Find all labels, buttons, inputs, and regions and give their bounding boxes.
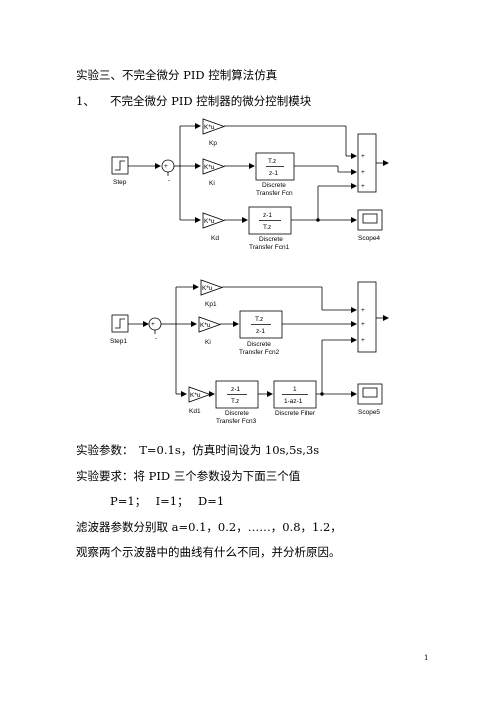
tf1-den: z-1	[269, 170, 278, 177]
kp-gain-text: K*u	[204, 124, 215, 131]
filter-num: 1	[293, 386, 297, 393]
tf2-block	[248, 206, 292, 235]
kd-gain	[202, 212, 226, 229]
tf2-name1: Discrete	[259, 236, 283, 243]
kp1-gain-text: K*u	[202, 285, 213, 292]
tf2-name2: Transfer Fcn1	[249, 244, 290, 251]
tf2b-name2: Transfer Fcn2	[239, 349, 280, 356]
kp1-label: Kp1	[205, 301, 217, 308]
kp-gain	[202, 118, 226, 135]
ki2-gain	[198, 316, 222, 333]
scope4-block	[357, 209, 383, 231]
ki-gain-text: K*u	[204, 164, 215, 171]
filter-den: 1-az-1	[284, 398, 303, 405]
sum3-in3: +	[361, 183, 365, 190]
page-number: 1	[424, 654, 429, 662]
tf1-block	[255, 152, 295, 181]
tf2b-den: z-1	[256, 328, 265, 335]
step1-block	[111, 314, 129, 333]
kd-gain-text: K*u	[204, 218, 215, 225]
tf3-num: z-1	[231, 386, 240, 393]
kd1-label: Kd1	[189, 408, 201, 415]
sum3b-in1: +	[361, 307, 365, 314]
ki-gain	[202, 158, 226, 175]
tf3-name1: Discrete	[225, 410, 249, 417]
diagram-1	[111, 118, 389, 235]
scope5-label: Scope5	[358, 409, 380, 416]
scope4-label: Scope4	[358, 235, 380, 242]
sum1-plus: +	[151, 321, 155, 328]
sum3b-in3: +	[361, 337, 365, 344]
sum-minus: -	[168, 177, 170, 184]
kp-label: Kp	[209, 140, 217, 147]
ki-label: Ki	[209, 180, 215, 187]
step-label: Step	[113, 179, 127, 186]
tf1-name1: Discrete	[262, 182, 286, 189]
doc-title: 实验三、不完全微分 PID 控制算法仿真	[76, 68, 278, 82]
sum3b-in2: +	[361, 321, 365, 328]
observe-line: 观察两个示波器中的曲线有什么不同，并分析原因。	[76, 545, 341, 559]
kd1-gain-text: K*u	[190, 392, 201, 399]
ki2-gain-text: K*u	[200, 322, 211, 329]
kd1-gain	[188, 386, 212, 403]
sum1-minus: -	[155, 335, 157, 342]
step-block	[111, 156, 129, 175]
sum3-in1: +	[361, 153, 365, 160]
section-title: 不完全微分 PID 控制器的微分控制模块	[110, 94, 312, 108]
tf2-num: z-1	[263, 212, 272, 219]
tf3-block	[215, 380, 259, 409]
pid-values-line: P=1； I=1； D=1	[110, 494, 225, 508]
step-glyph	[115, 160, 125, 171]
filter-block	[273, 380, 317, 409]
filter-name: Discrete Filter	[275, 410, 316, 417]
filter-params-line: 滤波器参数分别取 a=0.1，0.2，……，0.8，1.2，	[76, 520, 342, 534]
sum3-in2: +	[361, 169, 365, 176]
tf2-den: T.z	[263, 224, 271, 231]
ki2-label: Ki	[205, 339, 211, 346]
sum-plus: +	[164, 163, 168, 170]
tf2b-num: T.z	[255, 316, 263, 323]
params-line: 实验参数： T=0.1s，仿真时间设为 10s,5s,3s	[76, 443, 320, 457]
tf3-name2: Transfer Fcn3	[216, 418, 257, 425]
tf2b-name1: Discrete	[247, 341, 271, 348]
kp1-gain	[200, 279, 224, 296]
tf3-den: T.z	[231, 398, 239, 405]
tf1-name2: Transfer Fcn	[256, 190, 293, 197]
sum3b-block	[357, 281, 377, 353]
diagram-2	[111, 279, 389, 409]
tf2b-block	[239, 310, 283, 339]
scope5-block	[357, 383, 383, 405]
section-number: 1、	[76, 94, 95, 108]
requirement-line: 实验要求：将 PID 三个参数设为下面三个值	[76, 469, 301, 483]
kd-label: Kd	[211, 235, 219, 242]
tf1-num: T.z	[268, 158, 276, 165]
step1-label: Step1	[110, 338, 127, 345]
